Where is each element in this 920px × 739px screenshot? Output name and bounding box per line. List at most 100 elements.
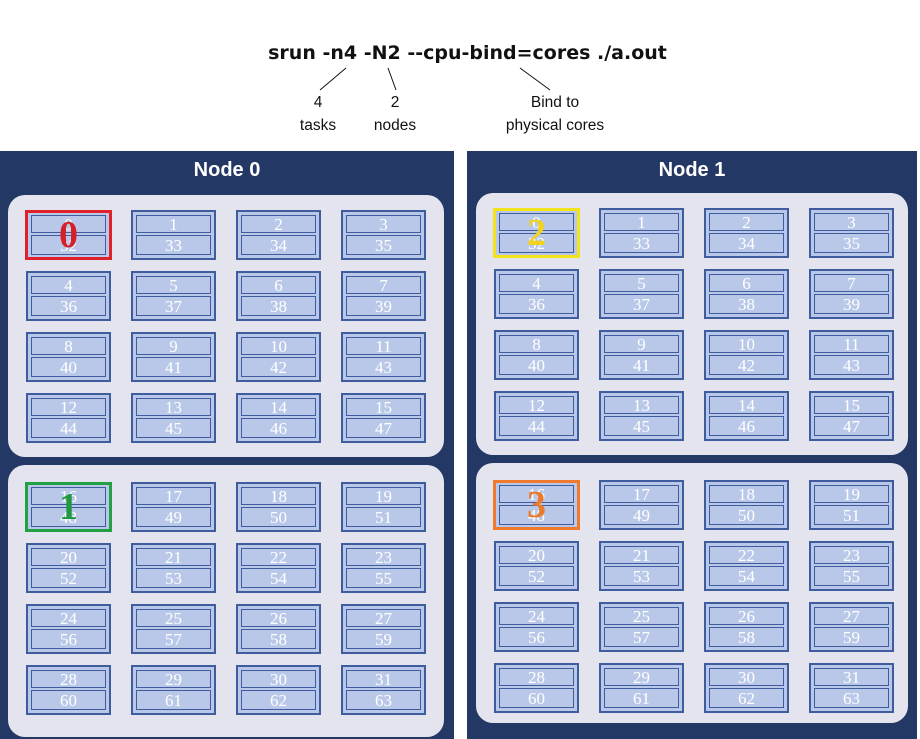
- hyperthread-id: 38: [241, 296, 316, 316]
- hyperthread-id: 42: [709, 355, 784, 375]
- physical-core-id: 11: [814, 335, 889, 353]
- physical-core-id: 31: [346, 670, 421, 688]
- physical-core-id: 22: [709, 546, 784, 564]
- hyperthread-id: 41: [136, 357, 211, 377]
- task-2-marker: 2: [493, 208, 580, 258]
- task-1-marker: 1: [25, 482, 112, 532]
- physical-core-id: 0: [31, 215, 106, 233]
- physical-core-id: 4: [31, 276, 106, 294]
- hyperthread-id: 59: [814, 627, 889, 647]
- physical-core-id: 19: [346, 487, 421, 505]
- physical-core-id: 29: [136, 670, 211, 688]
- physical-core-id: 25: [604, 607, 679, 625]
- hyperthread-id: 39: [814, 294, 889, 314]
- hyperthread-id: 63: [814, 688, 889, 708]
- hyperthread-id: 49: [604, 505, 679, 525]
- hyperthread-id: 36: [31, 296, 106, 316]
- physical-core-id: 19: [814, 485, 889, 503]
- hyperthread-id: 42: [241, 357, 316, 377]
- node-title: Node 0: [193, 159, 261, 181]
- hyperthread-id: 46: [709, 416, 784, 436]
- task-0-marker: 0: [25, 210, 112, 260]
- hyperthread-id: 43: [346, 357, 421, 377]
- physical-core-id: 6: [241, 276, 316, 294]
- hyperthread-id: 43: [814, 355, 889, 375]
- hyperthread-id: 58: [709, 627, 784, 647]
- physical-core-id: 9: [604, 335, 679, 353]
- physical-core-id: 14: [709, 396, 784, 414]
- hyperthread-id: 53: [604, 566, 679, 586]
- hyperthread-id: 61: [604, 688, 679, 708]
- physical-core-id: 20: [31, 548, 106, 566]
- physical-core-id: 28: [499, 668, 574, 686]
- hyperthread-id: 33: [604, 233, 679, 253]
- physical-core-id: 4: [499, 274, 574, 292]
- physical-core-id: 28: [31, 670, 106, 688]
- physical-core-id: 7: [814, 274, 889, 292]
- hyperthread-id: 48: [499, 505, 574, 525]
- physical-core-id: 3: [814, 213, 889, 231]
- hyperthread-id: 56: [499, 627, 574, 647]
- physical-core-id: 17: [136, 487, 211, 505]
- physical-core-id: 5: [136, 276, 211, 294]
- hyperthread-id: 34: [241, 235, 316, 255]
- physical-core-id: 22: [241, 548, 316, 566]
- annotation-binding-line1: Bind to: [530, 94, 580, 111]
- physical-core-id: 10: [241, 337, 316, 355]
- physical-core-id: 26: [709, 607, 784, 625]
- hyperthread-id: 37: [604, 294, 679, 314]
- physical-core-id: 10: [709, 335, 784, 353]
- physical-core-id: 8: [499, 335, 574, 353]
- hyperthread-id: 34: [709, 233, 784, 253]
- hyperthread-id: 50: [241, 507, 316, 527]
- physical-core-id: 13: [604, 396, 679, 414]
- srun-command: srun -n4 -N2 --cpu-bind=cores ./a.out: [268, 42, 667, 64]
- hyperthread-id: 38: [709, 294, 784, 314]
- physical-core-id: 6: [709, 274, 784, 292]
- physical-core-id: 21: [604, 546, 679, 564]
- hyperthread-id: 33: [136, 235, 211, 255]
- hyperthread-id: 32: [31, 235, 106, 255]
- hyperthread-id: 54: [709, 566, 784, 586]
- physical-core-id: 16: [499, 485, 574, 503]
- physical-core-id: 16: [31, 487, 106, 505]
- hyperthread-id: 60: [499, 688, 574, 708]
- physical-core-id: 31: [814, 668, 889, 686]
- physical-core-id: 15: [346, 398, 421, 416]
- hyperthread-id: 63: [346, 690, 421, 710]
- hyperthread-id: 49: [136, 507, 211, 527]
- annotation-nodes-label: nodes: [373, 117, 417, 134]
- physical-core-id: 8: [31, 337, 106, 355]
- task-3-marker: 3: [493, 480, 580, 530]
